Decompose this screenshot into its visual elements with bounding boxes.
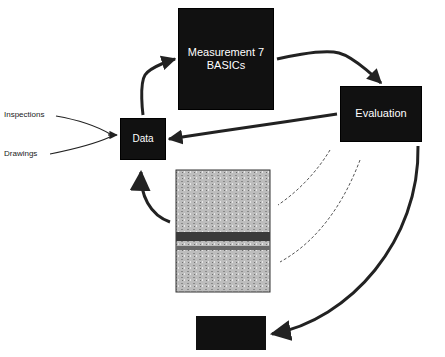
photo-panel bbox=[176, 170, 270, 292]
flow-arrow bbox=[142, 59, 175, 115]
leader-arrow bbox=[108, 134, 117, 135]
box-label: Measurement 7 BASICs bbox=[183, 46, 269, 72]
leader-line bbox=[50, 137, 110, 154]
photo-band bbox=[176, 246, 270, 250]
photo bbox=[176, 170, 270, 292]
leader-line bbox=[56, 116, 110, 134]
box-label: Evaluation bbox=[355, 107, 406, 120]
process-box: Evaluation bbox=[340, 86, 422, 142]
input-leaders bbox=[50, 116, 117, 154]
box-label: Data bbox=[132, 133, 153, 145]
process-box: Data bbox=[120, 118, 166, 160]
flow-arrow bbox=[169, 114, 337, 139]
bottom-box bbox=[196, 316, 266, 350]
process-box: Measurement 7 BASICs bbox=[178, 8, 274, 110]
input-label: Inspections bbox=[4, 110, 44, 119]
hatch-arrow bbox=[280, 160, 360, 262]
output-arrow bbox=[272, 146, 418, 334]
input-label: Drawings bbox=[4, 149, 37, 158]
flow-arrow bbox=[277, 52, 381, 83]
return-arrow bbox=[141, 172, 170, 222]
hatch-arrow bbox=[278, 150, 330, 205]
photo-band bbox=[176, 232, 270, 241]
